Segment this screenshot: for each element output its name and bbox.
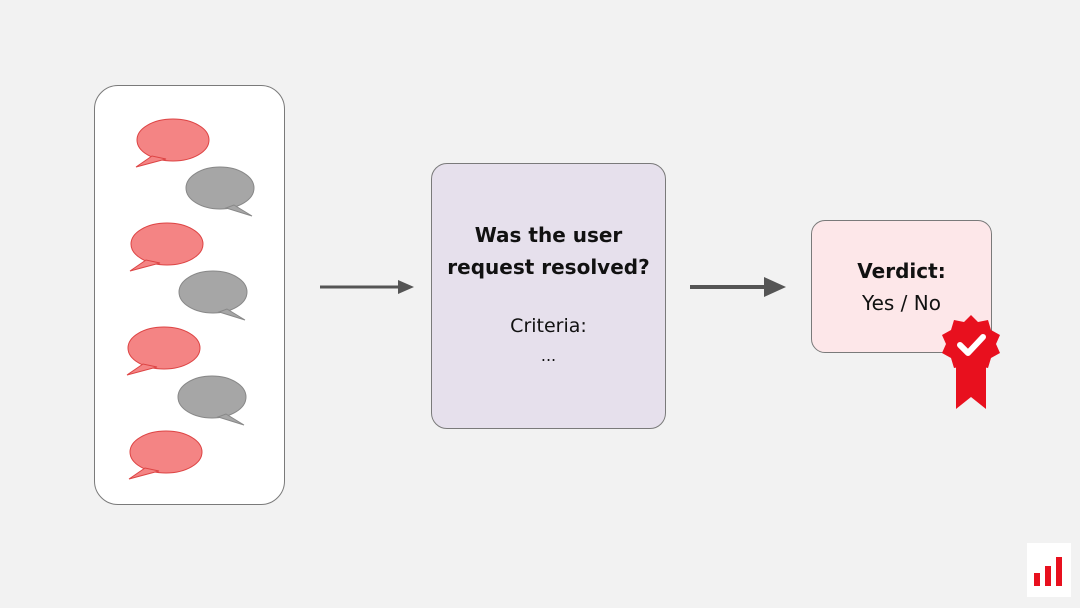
assistant-speech-bubble-icon — [185, 166, 255, 217]
assistant-speech-bubble-icon — [177, 375, 247, 426]
right-arrow-icon — [320, 280, 414, 294]
user-speech-bubble-icon — [128, 430, 203, 480]
criteria-ellipsis: ... — [540, 346, 557, 365]
assistant-speech-bubble-icon — [178, 270, 248, 321]
bar-chart-logo-icon — [1034, 557, 1062, 586]
user-speech-bubble-icon — [135, 118, 210, 168]
brand-logo — [1027, 543, 1071, 597]
conversation-panel — [94, 85, 285, 505]
right-arrow-icon — [690, 277, 786, 297]
question-line-2: request resolved? — [447, 255, 650, 279]
question-line-1: Was the user — [474, 223, 623, 247]
approval-badge-icon — [942, 315, 1000, 409]
verdict-value: Yes / No — [862, 291, 941, 315]
user-speech-bubble-icon — [129, 222, 204, 272]
verdict-box: Verdict: Yes / No — [811, 220, 992, 353]
user-speech-bubble-icon — [126, 326, 201, 376]
criteria-label: Criteria: — [510, 315, 587, 337]
evaluation-criteria-box: Was the user request resolved? Criteria:… — [431, 163, 666, 429]
conversation-bubbles — [126, 118, 255, 480]
verdict-title: Verdict: — [857, 259, 946, 283]
